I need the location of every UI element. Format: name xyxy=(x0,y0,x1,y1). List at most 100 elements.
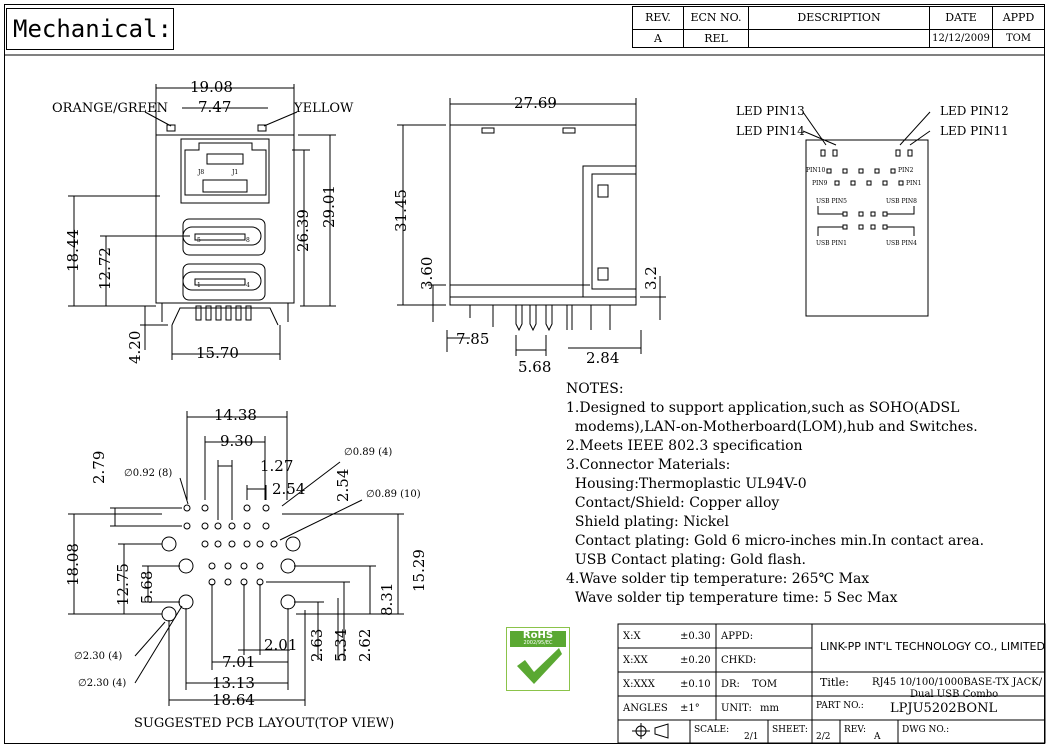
label-j1: J1 xyxy=(232,169,239,176)
rev-label: REV: xyxy=(844,725,866,735)
tol-label-x: X:X xyxy=(623,631,641,642)
hole-0-89-4-label: ∅0.89 (4) xyxy=(344,447,393,458)
led-pin11-label: LED PIN11 xyxy=(940,124,1009,138)
side-view-outline xyxy=(449,124,637,332)
rohs-title: RoHS xyxy=(522,630,554,641)
part-number: LPJU5202BONL xyxy=(890,701,998,716)
usb-pin-1-label: 1 xyxy=(197,282,201,289)
dim-26-39: 26.39 xyxy=(294,209,312,252)
tol-label-xxx: X:XXX xyxy=(623,679,655,690)
note-line: Housing:Thermoplastic UL94V-0 xyxy=(566,476,807,492)
pin10-label: PIN10 xyxy=(806,167,826,174)
dim-2-84: 2.84 xyxy=(586,349,620,367)
usb-pin-5-label: 5 xyxy=(197,237,201,244)
tol-label-xx: X:XX xyxy=(623,655,648,666)
note-line: Contact plating: Gold 6 micro-inches min… xyxy=(566,533,985,549)
side-view-dimensions xyxy=(397,98,666,356)
label-j8: J8 xyxy=(198,169,205,176)
tol-value-x: ±0.30 xyxy=(680,631,711,642)
pcb-dim-2-63: 2.63 xyxy=(308,628,326,662)
front-view-dimensions xyxy=(68,84,336,360)
note-line: 2.Meets IEEE 802.3 specification xyxy=(566,438,803,454)
pcb-dim-2-54-v: 2.54 xyxy=(334,468,352,502)
pcb-dim-5-34: 5.34 xyxy=(332,628,350,662)
pcb-dim-13-13: 13.13 xyxy=(212,674,255,692)
led-orange-green-label: ORANGE/GREEN xyxy=(52,101,168,116)
unit-label: UNIT: xyxy=(721,703,752,714)
hole-0-92-label: ∅0.92 (8) xyxy=(124,468,173,479)
pcb-dim-18-08: 18.08 xyxy=(64,543,82,586)
pcb-dim-18-64: 18.64 xyxy=(212,691,255,709)
chkd-label: CHKD: xyxy=(721,655,757,666)
rohs-directive: 2002/95/EC xyxy=(523,640,553,646)
hole-2-30-a-label: ∅2.30 (4) xyxy=(74,651,123,662)
pin1-label: PIN1 xyxy=(906,180,922,187)
sheet-value: 2/2 xyxy=(816,732,831,742)
pcb-dim-7-01: 7.01 xyxy=(222,653,256,671)
tol-value-angles: ±1° xyxy=(680,703,700,714)
usb-pin8-label: USB PIN8 xyxy=(886,198,917,205)
notes-section: NOTES: 1.Designed to support application… xyxy=(566,380,984,608)
pcb-layout-dimensions xyxy=(68,411,404,706)
dim-7-85: 7.85 xyxy=(456,330,490,348)
front-view-outline xyxy=(155,124,295,326)
note-line: 4.Wave solder tip temperature: 265℃ Max xyxy=(566,571,870,587)
bottom-view-outline xyxy=(802,111,931,317)
pcb-dim-2-62: 2.62 xyxy=(356,628,374,662)
usb-pin5-label: USB PIN5 xyxy=(816,198,847,205)
dr-value: TOM xyxy=(752,679,778,690)
pcb-layout-holes xyxy=(161,504,301,622)
dim-19-08: 19.08 xyxy=(190,78,233,96)
usb-pin1-label: USB PIN1 xyxy=(816,240,847,247)
tol-value-xx: ±0.20 xyxy=(680,655,711,666)
pcb-dim-5-68: 5.68 xyxy=(138,570,156,604)
pcb-layout-caption: SUGGESTED PCB LAYOUT(TOP VIEW) xyxy=(134,716,395,731)
dim-3-60: 3.60 xyxy=(418,256,436,290)
led-yellow-label: YELLOW xyxy=(294,101,354,116)
title-block-grid xyxy=(617,623,1046,744)
scale-label: SCALE: xyxy=(694,725,730,735)
dim-5-68: 5.68 xyxy=(518,358,552,376)
pcb-dim-9-30: 9.30 xyxy=(220,432,254,450)
dim-18-44: 18.44 xyxy=(64,229,82,272)
drawing-frame xyxy=(4,4,1045,744)
pcb-dim-2-54-h: 2.54 xyxy=(272,480,306,498)
pcb-dim-2-01: 2.01 xyxy=(264,636,298,654)
hole-2-30-b-label: ∅2.30 (4) xyxy=(78,678,127,689)
note-line: Shield plating: Nickel xyxy=(566,514,730,530)
tol-value-xxx: ±0.10 xyxy=(680,679,711,690)
usb-pin-4-label: 4 xyxy=(246,282,250,289)
dim-31-45: 31.45 xyxy=(392,189,410,232)
dim-4-20: 4.20 xyxy=(126,330,144,364)
note-line: Contact/Shield: Copper alloy xyxy=(566,495,780,511)
tol-label-angles: ANGLES xyxy=(623,703,668,714)
note-line: Wave solder tip temperature time: 5 Sec … xyxy=(566,590,898,606)
company-name: LINK-PP INT'L TECHNOLOGY CO., LIMITED xyxy=(820,640,1045,653)
notes-title: NOTES: xyxy=(566,381,624,397)
sheet-label: SHEET: xyxy=(772,725,808,735)
pcb-dim-15-29: 15.29 xyxy=(410,549,428,592)
led-pin12-label: LED PIN12 xyxy=(940,104,1009,118)
rev-value: A xyxy=(874,732,881,742)
note-line: modems),LAN-on-Motherboard(LOM),hub and … xyxy=(566,419,978,435)
appd-label: APPD: xyxy=(721,631,754,642)
note-line: USB Contact plating: Gold flash. xyxy=(566,552,806,568)
usb-pin-8-label: 8 xyxy=(246,237,250,244)
dim-7-47: 7.47 xyxy=(198,98,232,116)
led-pin13-label: LED PIN13 xyxy=(736,104,805,118)
hole-0-89-10-label: ∅0.89 (10) xyxy=(366,489,421,500)
pcb-dim-2-79: 2.79 xyxy=(90,450,108,484)
pcb-dim-12-75: 12.75 xyxy=(114,563,132,606)
title-line-1: RJ45 10/100/1000BASE-TX JACK/ xyxy=(872,677,1043,688)
rohs-label: RoHS 2002/95/EC xyxy=(510,631,566,647)
part-label: PART NO.: xyxy=(816,701,864,711)
dim-12-72: 12.72 xyxy=(96,247,114,290)
title-label: Title: xyxy=(820,676,850,689)
pcb-dim-14-38: 14.38 xyxy=(214,406,257,424)
led-pin14-label: LED PIN14 xyxy=(736,124,805,138)
note-line: 1.Designed to support application,such a… xyxy=(566,400,960,416)
dim-3-2: 3.2 xyxy=(642,266,660,290)
dim-27-69: 27.69 xyxy=(514,94,557,112)
usb-pin4-label: USB PIN4 xyxy=(886,240,917,247)
